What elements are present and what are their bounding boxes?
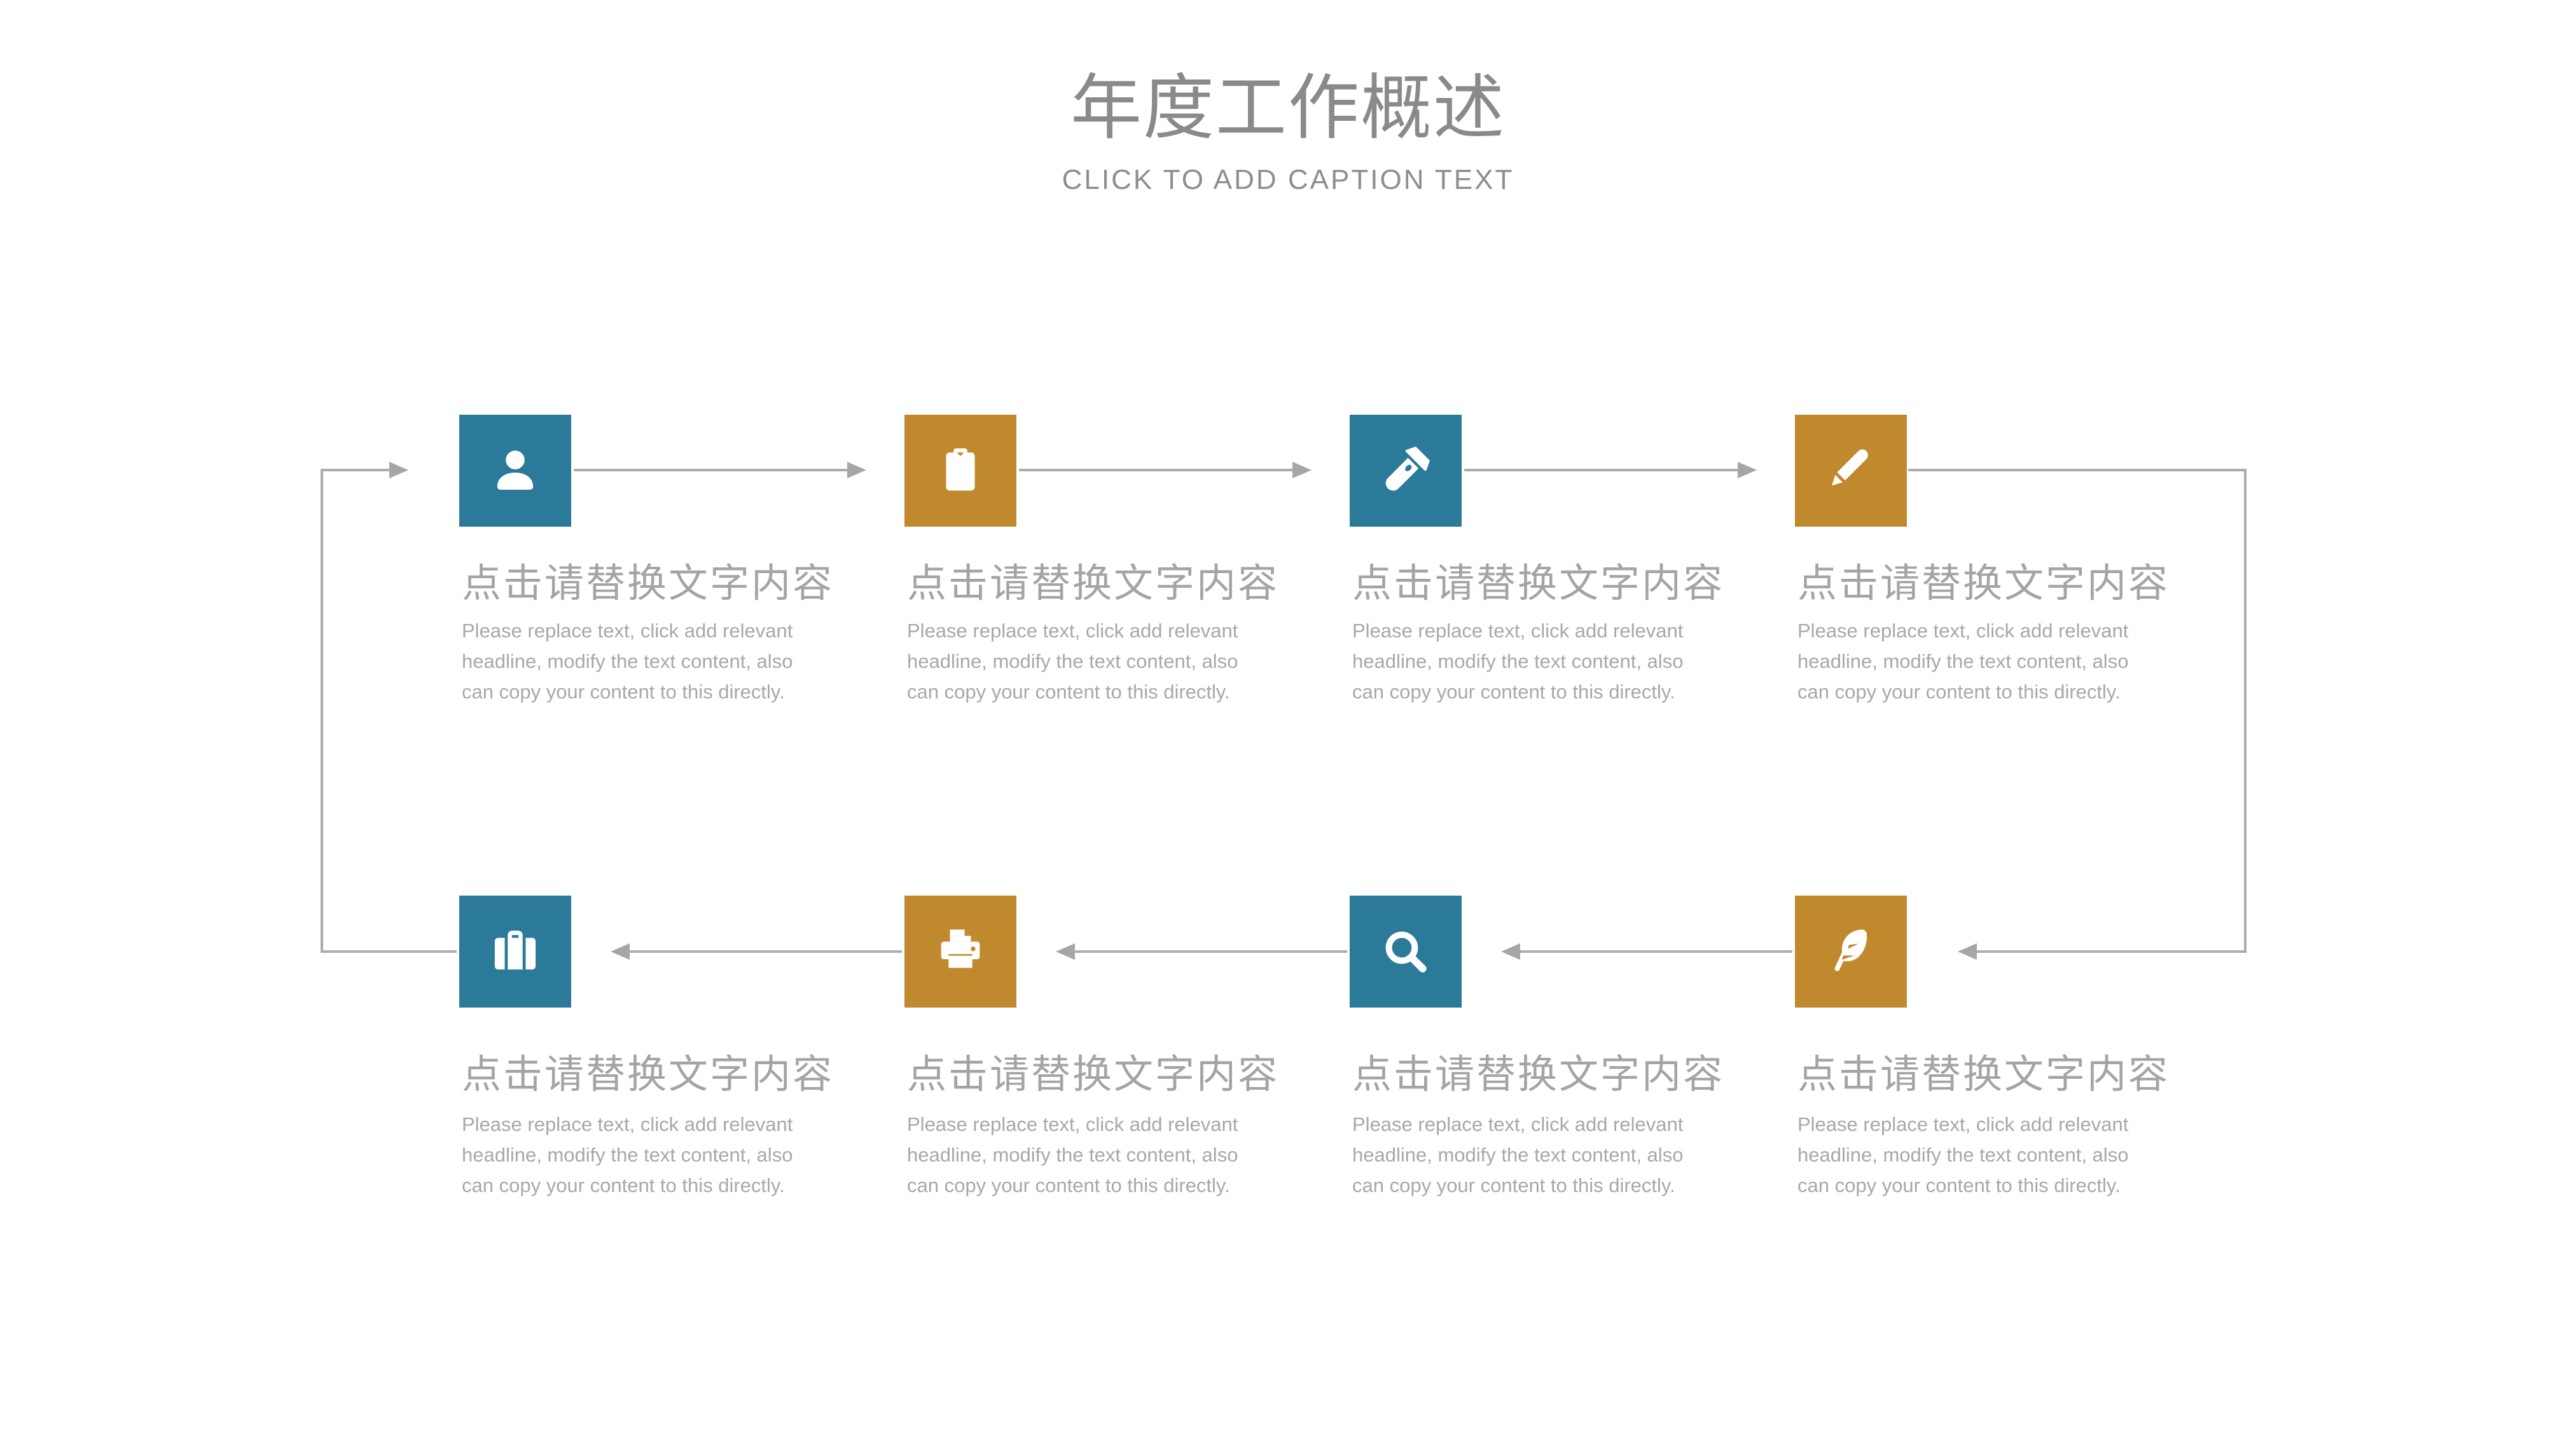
step-4-icon-tile[interactable] — [1795, 415, 1907, 527]
arrowhead-right-2-3 — [1292, 462, 1312, 478]
step-2-icon-tile[interactable] — [904, 415, 1016, 527]
step-8-body[interactable]: Please replace text, click add relevant … — [1797, 1113, 2129, 1196]
loop-right-bottom-line — [1977, 950, 2247, 953]
arrowhead-left-8-7 — [1501, 943, 1520, 960]
connector-line-2-3 — [1019, 469, 1292, 471]
connector-line-3-4 — [1464, 469, 1738, 471]
search-icon — [1373, 919, 1439, 985]
step-5-icon-tile[interactable] — [459, 896, 571, 1008]
step-8-heading[interactable]: 点击请替换文字内容 — [1797, 1053, 2170, 1097]
step-2-heading[interactable]: 点击请替换文字内容 — [907, 562, 1280, 606]
step-7-icon-tile[interactable] — [1350, 896, 1462, 1008]
step-6-body[interactable]: Please replace text, click add relevant … — [907, 1113, 1238, 1196]
step-3-body[interactable]: Please replace text, click add relevant … — [1352, 620, 1684, 703]
step-5-heading[interactable]: 点击请替换文字内容 — [462, 1053, 834, 1097]
step-1-heading[interactable]: 点击请替换文字内容 — [462, 562, 834, 606]
step-6-icon-tile[interactable] — [904, 896, 1016, 1008]
step-1-body[interactable]: Please replace text, click add relevant … — [462, 620, 793, 703]
step-6-heading[interactable]: 点击请替换文字内容 — [907, 1053, 1280, 1097]
caption-placeholder[interactable]: CLICK TO ADD CAPTION TEXT — [1062, 164, 1514, 195]
arrowhead-right-3-4 — [1738, 462, 1757, 478]
step-1-icon-tile[interactable] — [459, 415, 571, 527]
step-3-heading[interactable]: 点击请替换文字内容 — [1352, 562, 1725, 606]
step-7-heading[interactable]: 点击请替换文字内容 — [1352, 1053, 1725, 1097]
loop-left-vertical-line — [321, 469, 323, 953]
step-3-icon-tile[interactable] — [1350, 415, 1462, 527]
loop-right-top-line — [1908, 469, 2247, 471]
flashlight-icon — [1373, 438, 1439, 504]
arrowhead-right-loop-1 — [389, 462, 408, 478]
page-title[interactable]: 年度工作概述 — [1070, 68, 1506, 148]
step-4-heading[interactable]: 点击请替换文字内容 — [1797, 562, 2170, 606]
step-7-body[interactable]: Please replace text, click add relevant … — [1352, 1113, 1684, 1196]
step-2-body[interactable]: Please replace text, click add relevant … — [907, 620, 1238, 703]
pencil-icon — [1818, 438, 1884, 504]
arrowhead-left-7-6 — [1056, 943, 1075, 960]
feather-icon — [1818, 919, 1884, 985]
step-5-body[interactable]: Please replace text, click add relevant … — [462, 1113, 793, 1196]
clipboard-icon — [927, 438, 994, 504]
step-4-body[interactable]: Please replace text, click add relevant … — [1797, 620, 2129, 703]
printer-icon — [927, 919, 994, 985]
loop-left-bottom-line — [322, 950, 457, 953]
arrowhead-left-6-5 — [611, 943, 630, 960]
connector-line-8-7 — [1520, 950, 1792, 953]
arrowhead-left-loop-8 — [1958, 943, 1977, 960]
user-icon — [482, 438, 548, 504]
arrowhead-right-1-2 — [847, 462, 866, 478]
connector-line-7-6 — [1075, 950, 1347, 953]
loop-right-vertical-line — [2244, 469, 2247, 953]
step-8-icon-tile[interactable] — [1795, 896, 1907, 1008]
connector-line-1-2 — [574, 469, 847, 471]
loop-left-top-line — [322, 469, 389, 471]
briefcase-icon — [482, 919, 548, 985]
connector-line-6-5 — [630, 950, 902, 953]
